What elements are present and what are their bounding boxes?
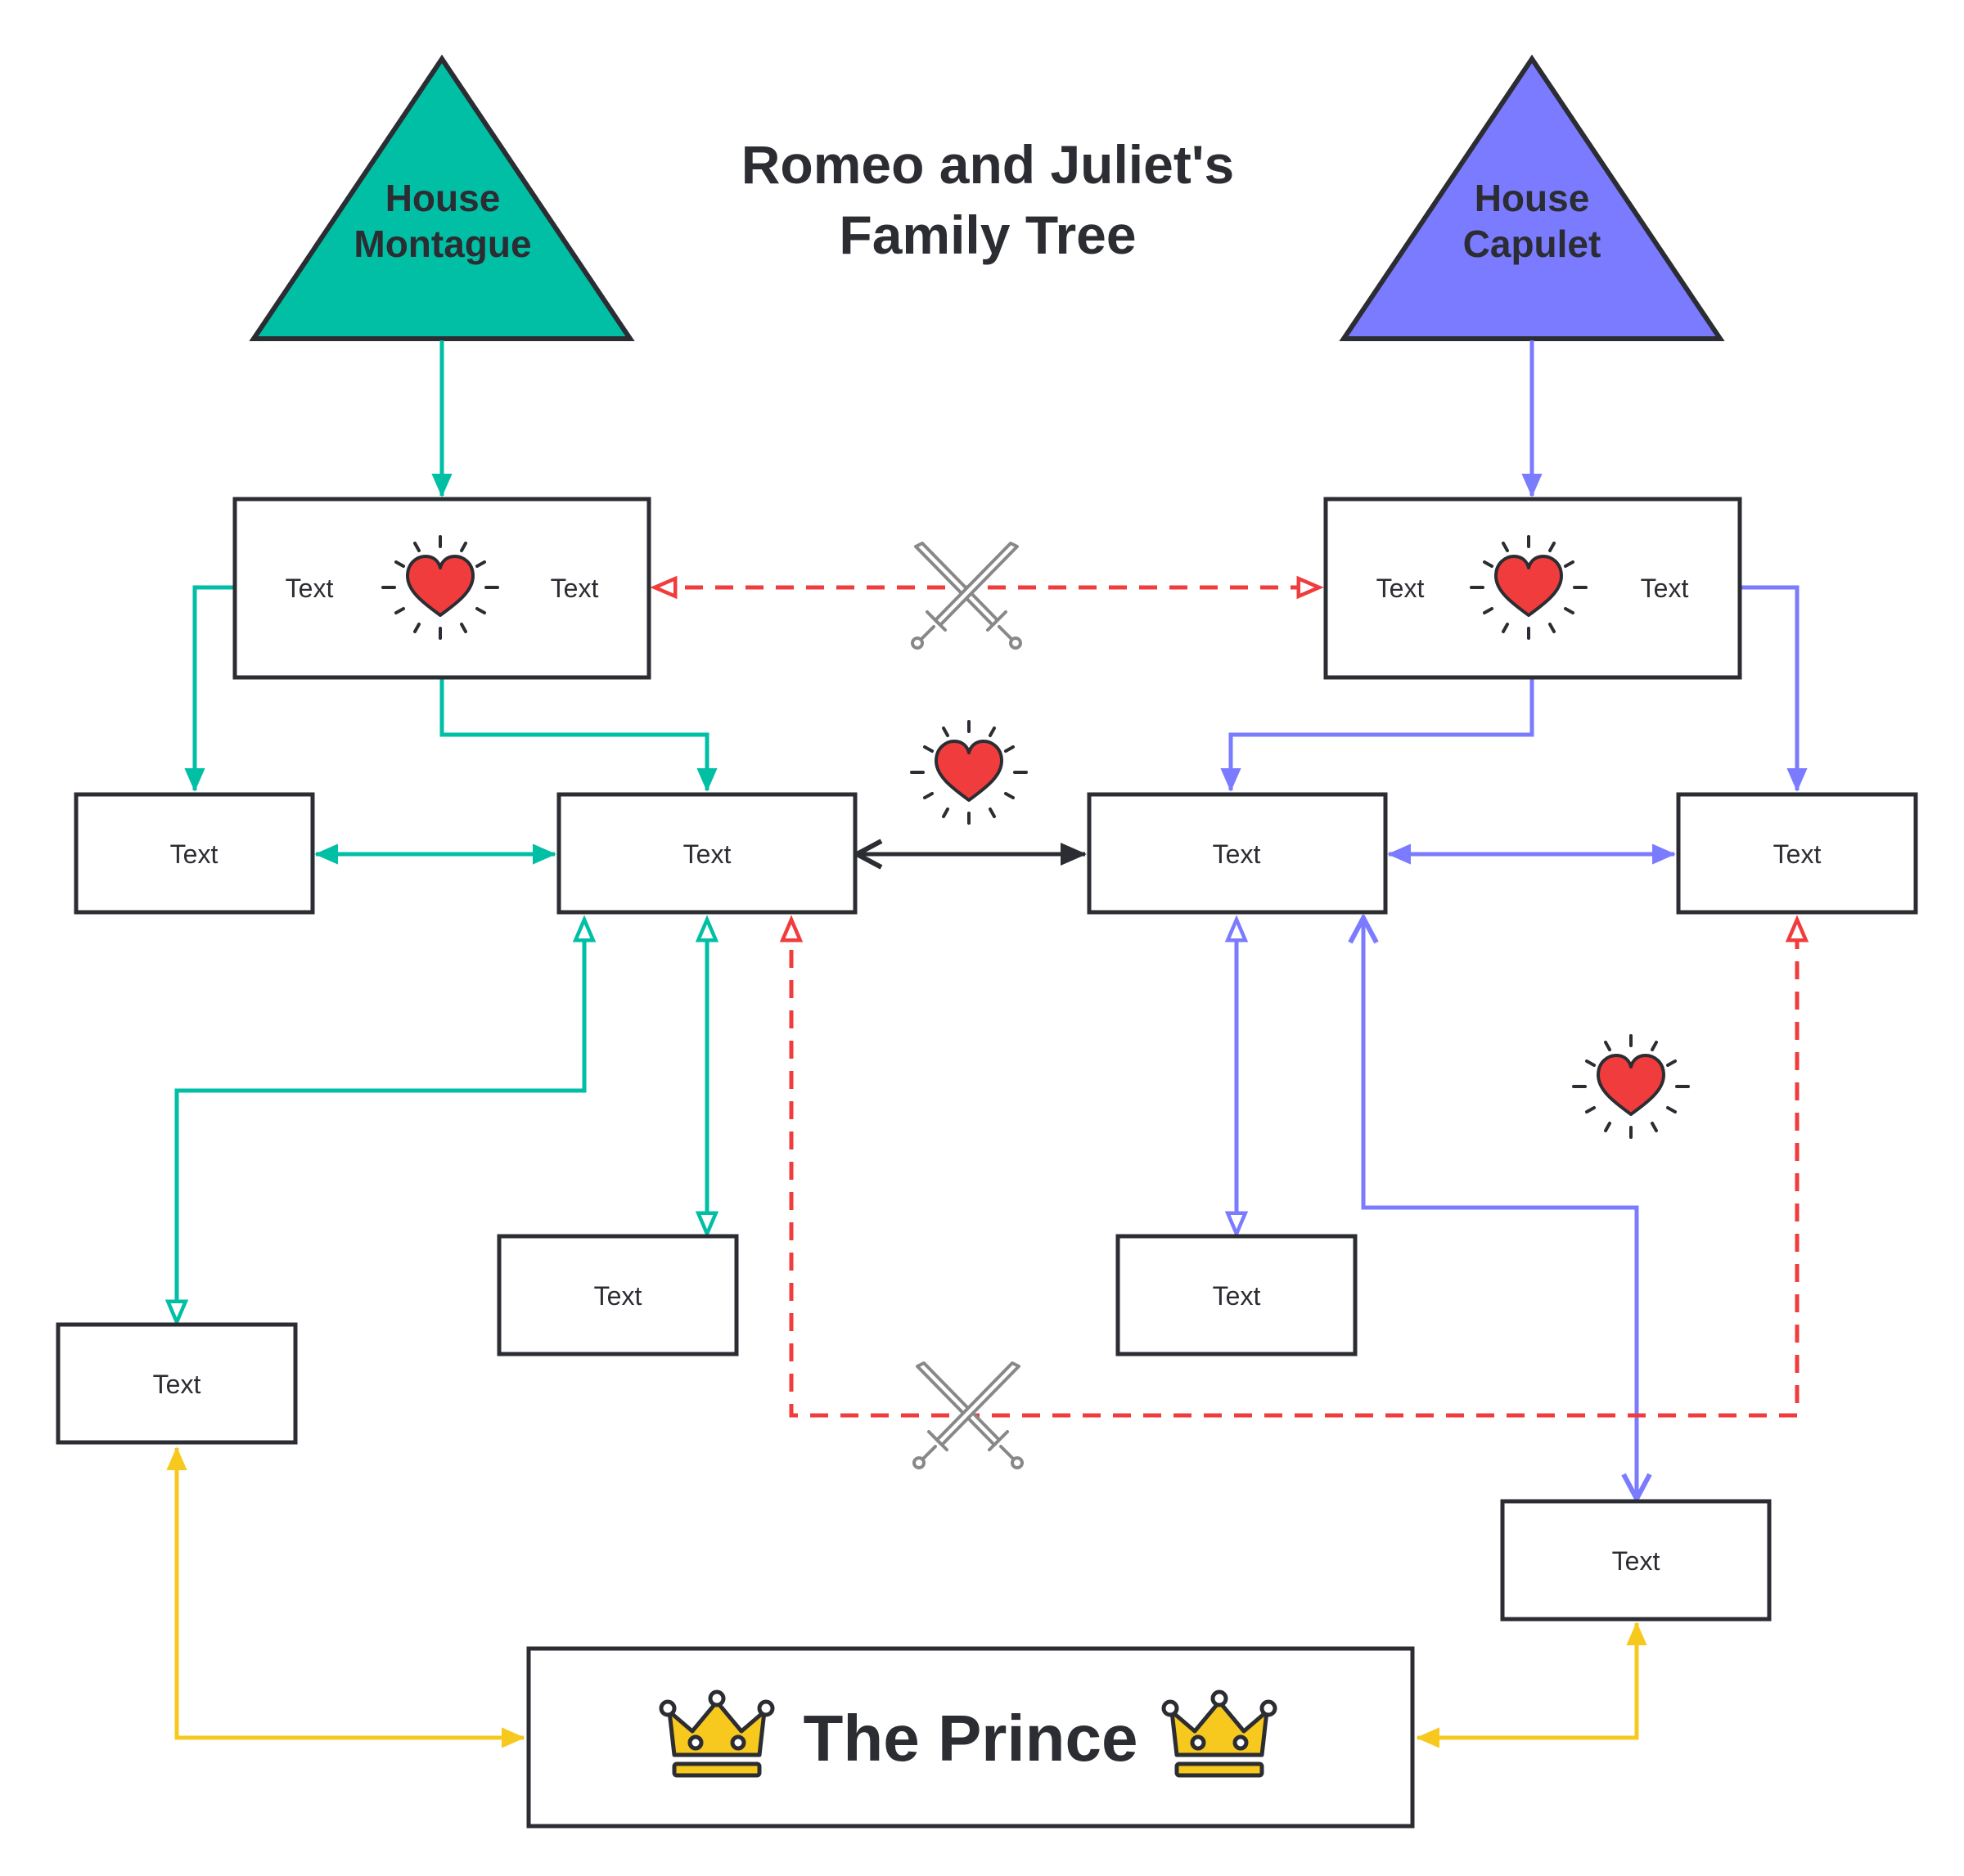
member-capulet-far-right-label: Text [1612,1546,1660,1576]
heart-icon [910,720,1028,825]
house-capulet-line-2: Capulet [1463,223,1601,265]
arrow-capulet-parents-to-right [1738,585,1808,792]
capulet-parent-left: Text [1376,574,1425,603]
house-capulet-triangle [1339,54,1725,341]
member-montague-center-frame [556,792,858,915]
member-capulet-right-frame [1676,792,1918,915]
arrow-montague-parents-to-center [439,679,718,792]
prince-label: The Prince [803,1702,1137,1775]
member-capulet-lower-label: Text [1213,1281,1261,1311]
member-montague-left-frame [74,792,315,915]
member-capulet-right-label: Text [1773,839,1822,869]
member-capulet-far-right-frame [1500,1499,1772,1622]
prince-box[interactable]: The Prince [526,1646,1415,1829]
member-capulet-center[interactable]: Text [1087,792,1388,915]
member-montague-left-label: Text [170,839,218,869]
capulet-parents-box[interactable]: Text Text [1323,497,1742,680]
montague-parents-box[interactable]: Text Text [232,497,651,680]
title-line-1: Romeo and Juliet's [741,134,1234,195]
member-capulet-center-label: Text [1213,839,1261,869]
feud-line-lower [791,920,1797,1418]
member-montague-lower-label: Text [594,1281,642,1311]
member-capulet-lower[interactable]: Text [1115,1234,1358,1356]
member-montague-lower-frame [497,1234,739,1356]
member-capulet-lower-frame [1115,1234,1358,1356]
connectors [166,340,1808,1748]
arrow-prince-left [166,1446,525,1748]
arrow-montague-center-far-left [177,920,584,1322]
house-montague-line-1: House [385,177,501,219]
member-montague-left[interactable]: Text [74,792,315,915]
arrow-capulet-parents-to-center [1220,679,1534,792]
house-capulet-line-1: House [1475,177,1590,219]
arrow-montague-parents-to-left [184,585,234,792]
member-montague-center[interactable]: Text [556,792,858,915]
house-montague[interactable]: House Montague [249,54,635,341]
montague-parent-left: Text [286,574,334,603]
member-montague-center-label: Text [683,839,732,869]
member-capulet-far-right[interactable]: Text [1500,1499,1772,1622]
house-capulet[interactable]: House Capulet [1339,54,1725,341]
member-capulet-right[interactable]: Text [1676,792,1918,915]
title-line-2: Family Tree [839,205,1136,265]
house-montague-triangle [249,54,635,341]
member-montague-far-left-frame [56,1322,298,1445]
house-montague-line-2: Montague [354,223,531,265]
montague-parent-right: Text [551,574,599,603]
member-montague-far-left-label: Text [153,1370,201,1399]
heart-icon [1572,1034,1690,1139]
arrow-capulet-center-far-right [1363,920,1637,1497]
capulet-parent-right: Text [1641,574,1689,603]
member-montague-far-left[interactable]: Text [56,1322,298,1445]
sword-cross-icon [911,542,1022,650]
member-capulet-center-frame [1087,792,1388,915]
member-montague-lower[interactable]: Text [497,1234,739,1356]
arrow-prince-right [1416,1622,1647,1748]
